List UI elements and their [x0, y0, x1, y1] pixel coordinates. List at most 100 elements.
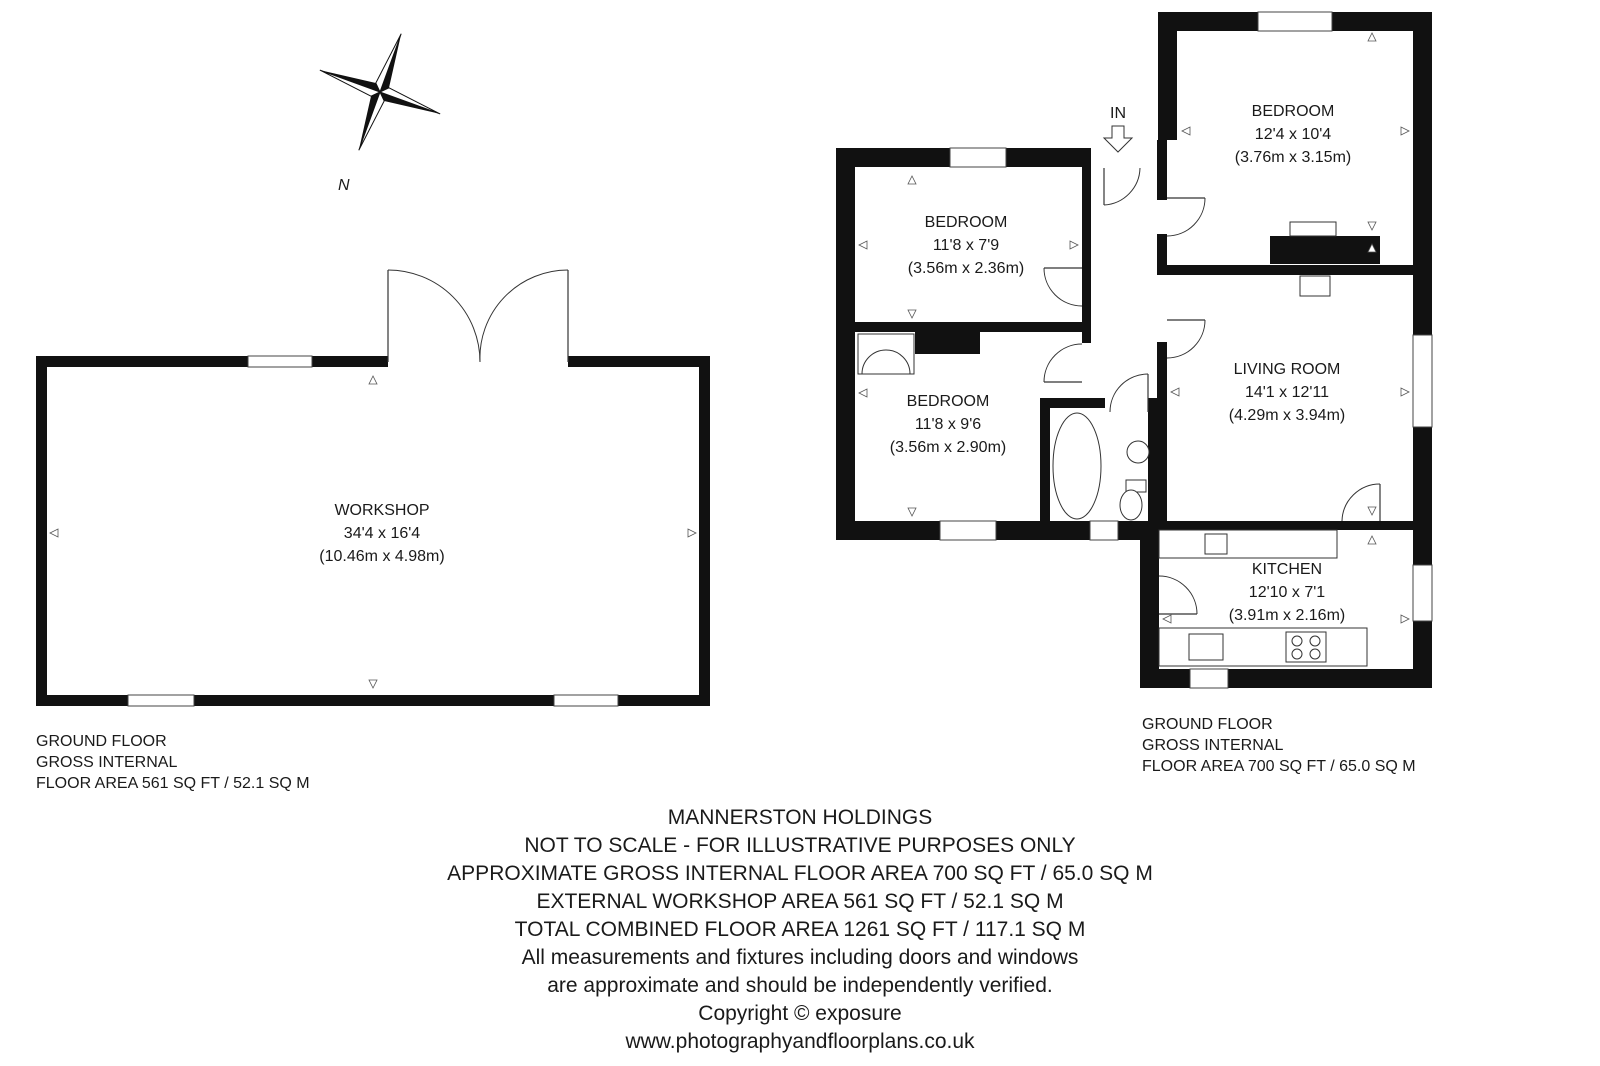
workshop-wall-right	[699, 356, 710, 706]
wardrobe	[857, 333, 915, 375]
caption-line: FLOOR AREA 561 SQ FT / 52.1 SQ M	[36, 775, 310, 792]
kitchen-appliance	[1204, 533, 1228, 555]
caption-line: GROUND FLOOR	[1142, 716, 1273, 733]
workshop-wall-top-left	[36, 356, 388, 367]
dimension-marker	[1181, 126, 1191, 136]
bedroom-3-door-swing	[1043, 343, 1083, 383]
copyright-notice: Copyright © exposure	[698, 1002, 902, 1025]
room-name: BEDROOM	[1252, 103, 1335, 120]
wall-bathroom-left	[1040, 398, 1050, 538]
dimension-marker	[907, 309, 917, 319]
gross-area-note: APPROXIMATE GROSS INTERNAL FLOOR AREA 70…	[447, 862, 1153, 885]
dimension-marker	[49, 528, 59, 538]
total-area-note: TOTAL COMBINED FLOOR AREA 1261 SQ FT / 1…	[514, 918, 1086, 941]
website-link[interactable]: www.photographyandfloorplans.co.uk	[625, 1030, 975, 1053]
living-room-window	[1412, 334, 1433, 428]
caption-line: FLOOR AREA 700 SQ FT / 65.0 SQ M	[1142, 758, 1416, 775]
hob-ring-icon	[1291, 648, 1303, 660]
room-size-imperial: 14'1 x 12'11	[1245, 384, 1329, 401]
entrance-label: IN	[1110, 105, 1126, 122]
front-door-swing	[1103, 167, 1141, 206]
dimension-marker	[1400, 387, 1410, 397]
measurement-disclaimer-continued: are approximate and should be independen…	[547, 974, 1053, 997]
room-name: LIVING ROOM	[1234, 361, 1341, 378]
house-wall-bedroom-left	[1158, 12, 1177, 140]
bedroom-fireplace-hearth	[1289, 221, 1337, 237]
workshop-room-name: WORKSHOP	[334, 502, 429, 519]
room-size-metric: (4.29m x 3.94m)	[1229, 407, 1345, 424]
wall-bathroom-top	[1040, 398, 1105, 408]
workshop-room-size-imperial: 34'4 x 16'4	[344, 525, 420, 542]
dimension-marker	[1367, 535, 1377, 545]
room-name: KITCHEN	[1252, 561, 1322, 578]
dimension-marker	[1162, 614, 1172, 624]
workshop-door-right-swing	[479, 269, 569, 363]
kitchen-top-units	[1158, 529, 1338, 559]
wash-basin	[1126, 440, 1150, 464]
workshop-plan: WORKSHOP 34'4 x 16'4 (10.46m x 4.98m)	[36, 269, 710, 707]
plan-notes: MANNERSTON HOLDINGS NOT TO SCALE - FOR I…	[0, 804, 1600, 1056]
room-size-metric: (3.91m x 2.16m)	[1229, 607, 1345, 624]
living-room-door-swing	[1166, 319, 1206, 359]
chimney-breast	[1270, 236, 1380, 264]
hob-ring-icon	[1309, 648, 1321, 660]
house-wall-left	[836, 148, 855, 538]
wall-living-kitchen-divider	[1157, 521, 1413, 530]
kitchen-sink-icon	[1188, 633, 1224, 661]
house-wall-kitchen-left	[1140, 521, 1159, 688]
hob-ring-icon	[1291, 635, 1303, 647]
bathtub-rim	[1052, 412, 1102, 520]
dimension-marker	[858, 240, 868, 250]
wall-bedroom-living-divider	[1157, 265, 1413, 275]
wardrobe-door-swing	[861, 349, 887, 375]
workshop-wall-left	[36, 356, 47, 706]
entrance-arrow-icon	[1102, 125, 1134, 153]
workshop-area-note: EXTERNAL WORKSHOP AREA 561 SQ FT / 52.1 …	[536, 890, 1064, 913]
bathroom-window	[1089, 520, 1119, 541]
workshop-window-top	[247, 355, 313, 368]
house-wall-bottom-right	[1140, 669, 1432, 688]
caption-line: GROUND FLOOR	[36, 733, 167, 750]
room-size-metric: (3.76m x 3.15m)	[1235, 149, 1351, 166]
wardrobe-chimney	[915, 332, 980, 354]
room-label-kitchen: KITCHEN 12'10 x 7'1 (3.91m x 2.16m)	[1229, 561, 1345, 624]
wall-hall-right-upper	[1157, 140, 1167, 200]
room-size-metric: (3.56m x 2.36m)	[908, 260, 1024, 277]
wardrobe-door-swing	[885, 349, 911, 375]
dimension-marker	[1400, 614, 1410, 624]
dimension-marker	[687, 528, 697, 538]
dimension-marker	[858, 388, 868, 398]
room-size-imperial: 11'8 x 7'9	[933, 237, 999, 254]
measurement-disclaimer: All measurements and fixtures including …	[521, 946, 1079, 969]
dimension-marker	[1367, 32, 1377, 42]
dimension-marker	[368, 375, 378, 385]
room-label-bedroom-2: BEDROOM 11'8 x 7'9 (3.56m x 2.36m)	[908, 214, 1024, 277]
wall-hall-right-mid	[1157, 234, 1167, 274]
bedroom-1-window	[1257, 11, 1333, 32]
dimension-marker	[907, 175, 917, 185]
bedroom-2-window	[949, 147, 1007, 168]
toilet-bowl	[1119, 489, 1143, 521]
room-label-living-room: LIVING ROOM 14'1 x 12'11 (4.29m x 3.94m)	[1229, 361, 1345, 424]
room-size-imperial: 11'8 x 9'6	[915, 416, 981, 433]
kitchen-window-bottom	[1189, 668, 1229, 689]
dimension-marker	[1400, 126, 1410, 136]
compass-rose-icon	[319, 33, 441, 151]
workshop-door-left-swing	[387, 269, 481, 363]
workshop-wall-bottom	[36, 695, 710, 706]
workshop-window-bottom-left	[127, 694, 195, 707]
bedroom-3-window	[939, 520, 997, 541]
room-name: BEDROOM	[925, 214, 1008, 231]
dimension-marker	[1170, 387, 1180, 397]
wall-bedrooms-divider	[855, 322, 1091, 332]
room-label-bedroom-3: BEDROOM 11'8 x 9'6 (3.56m x 2.90m)	[890, 393, 1006, 456]
room-size-imperial: 12'10 x 7'1	[1249, 584, 1325, 601]
workshop-wall-top-right	[568, 356, 710, 367]
wall-hall-left-upper	[1082, 148, 1091, 343]
bedroom-1-door-swing	[1166, 197, 1206, 237]
dimension-marker	[1367, 506, 1377, 516]
hob-ring-icon	[1309, 635, 1321, 647]
wall-living-left	[1157, 342, 1167, 532]
workshop-window-bottom-right	[553, 694, 619, 707]
